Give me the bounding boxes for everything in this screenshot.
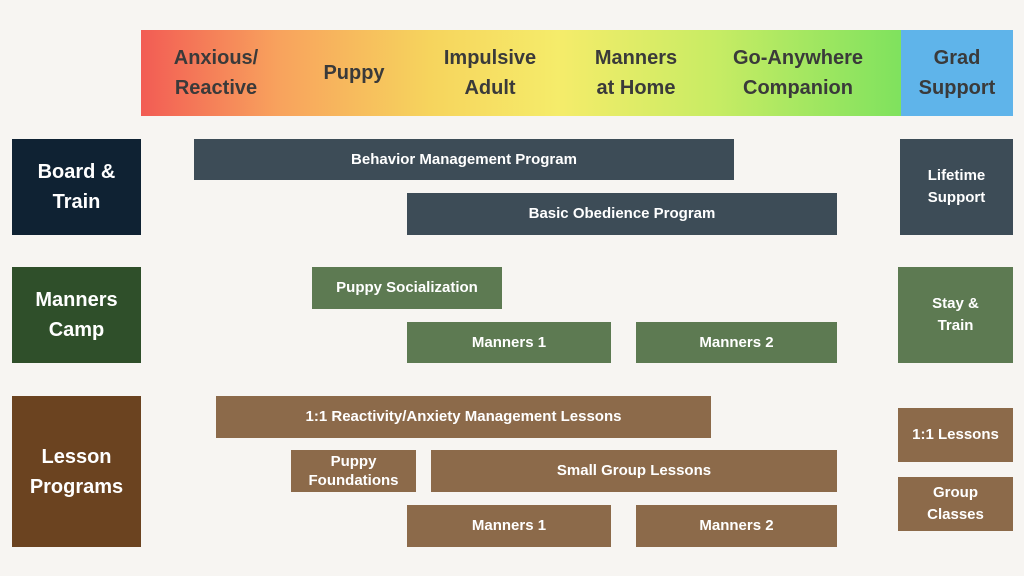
stage-grad-support: Grad Support — [918, 47, 996, 99]
grad-stay-train: Stay & Train — [898, 267, 1013, 363]
grad-group-classes: Group Classes — [898, 477, 1013, 531]
bar-reactivity-anxiety-lessons: 1:1 Reactivity/Anxiety Management Lesson… — [216, 396, 711, 438]
bar-manners-camp-manners-2: Manners 2 — [636, 322, 837, 363]
row-label-board-train: Board & Train — [12, 139, 141, 235]
row-label-lesson-programs: Lesson Programs — [12, 396, 141, 547]
bar-lesson-manners-1: Manners 1 — [407, 505, 611, 547]
bar-behavior-management-program: Behavior Management Program — [194, 139, 734, 180]
stage-gradient-bar — [141, 30, 901, 116]
stage-impulsive-adult: Impulsive Adult — [443, 47, 537, 99]
stage-puppy: Puppy — [323, 62, 385, 84]
stage-go-anywhere-companion: Go-Anywhere Companion — [732, 47, 864, 99]
grad-lifetime-support: Lifetime Support — [900, 139, 1013, 235]
bar-puppy-socialization: Puppy Socialization — [312, 267, 502, 309]
bar-lesson-manners-2: Manners 2 — [636, 505, 837, 547]
bar-puppy-foundations: Puppy Foundations — [291, 450, 416, 492]
stage-manners-at-home: Manners at Home — [594, 47, 678, 99]
bar-manners-camp-manners-1: Manners 1 — [407, 322, 611, 363]
bar-basic-obedience-program: Basic Obedience Program — [407, 193, 837, 235]
bar-small-group-lessons: Small Group Lessons — [431, 450, 837, 492]
row-label-manners-camp: Manners Camp — [12, 267, 141, 363]
grad-one-on-one-lessons: 1:1 Lessons — [898, 408, 1013, 462]
stage-anxious-reactive: Anxious/ Reactive — [173, 47, 259, 99]
grad-support-header — [901, 30, 1013, 116]
